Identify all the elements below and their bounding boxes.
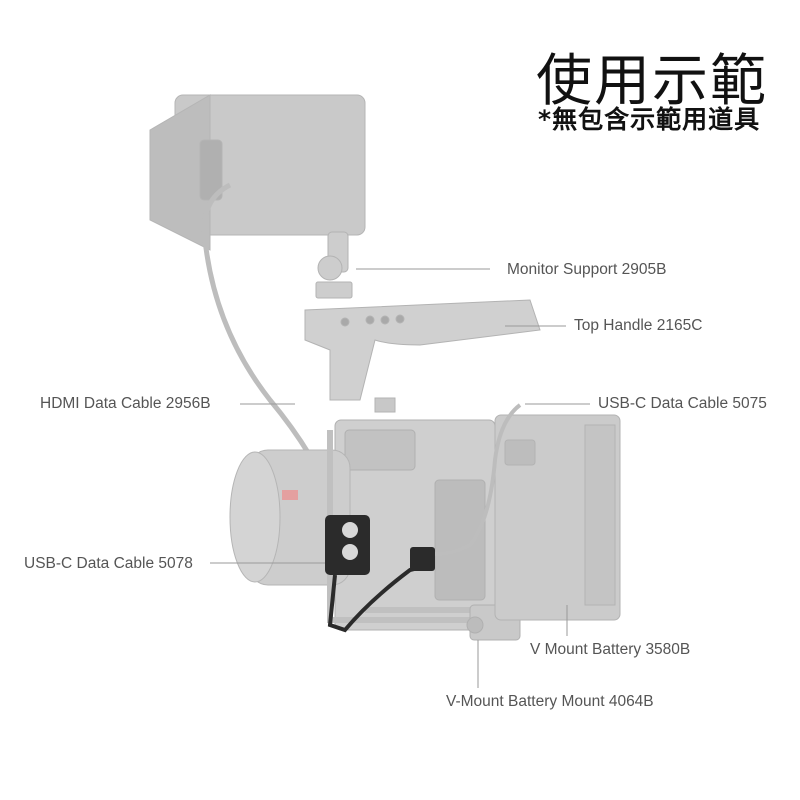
callout-battery-mount: V-Mount Battery Mount 4064B [446,693,654,710]
page-subtitle: *無包含示範用道具 [538,105,761,134]
usbc-cable-5075-image [419,403,522,556]
v-mount-battery-image [494,414,621,621]
usbc-cable-5078-image [325,515,435,633]
page-title: 使用示範 [536,49,768,114]
callout-hdmi-cable: HDMI Data Cable 2956B [40,395,211,412]
callout-usbc-cable-5075: USB-C Data Cable 5075 [598,395,767,412]
callout-v-mount-battery: V Mount Battery 3580B [530,641,691,658]
callout-top-handle: Top Handle 2165C [574,317,703,334]
top-handle-image [304,299,541,413]
monitor-support-image [315,231,353,299]
leader-lines [210,268,590,688]
callout-monitor-support: Monitor Support 2905B [507,261,667,278]
monitor-image [149,94,366,251]
callout-usbc-cable-5078: USB-C Data Cable 5078 [24,555,193,572]
